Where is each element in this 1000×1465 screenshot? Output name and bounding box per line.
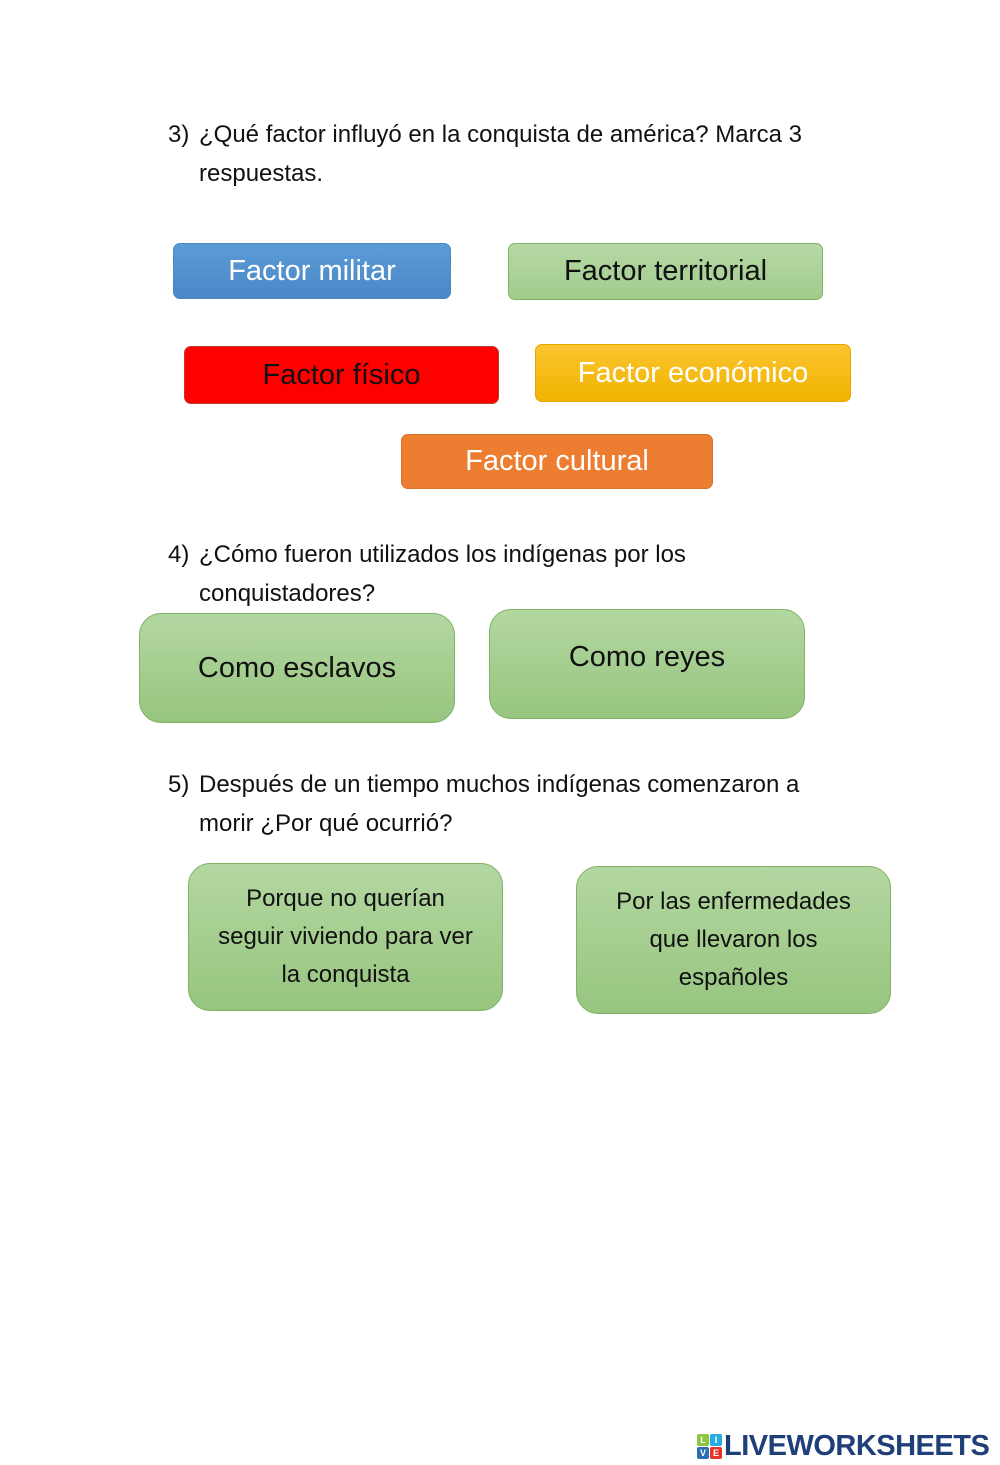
- option-label: Por las enfermedades que llevaron los es…: [616, 888, 851, 991]
- logo-icon: L I V E: [697, 1434, 722, 1459]
- question-number: 3): [168, 121, 190, 148]
- question-text: ¿Qué factor influyó en la conquista de a…: [199, 121, 802, 187]
- question-3: 3) ¿Qué factor influyó en la conquista d…: [168, 115, 868, 193]
- option-label: Como esclavos: [197, 651, 397, 684]
- option-como-reyes[interactable]: Como reyes: [489, 609, 805, 719]
- question-text: Después de un tiempo muchos indígenas co…: [199, 771, 800, 837]
- option-factor-economico[interactable]: Factor económico: [535, 344, 851, 402]
- question-number: 5): [168, 771, 190, 798]
- option-label: Factor físico: [262, 358, 421, 391]
- option-label: Como reyes: [568, 640, 726, 673]
- logo-letter: L: [697, 1434, 709, 1446]
- option-factor-fisico[interactable]: Factor físico: [184, 346, 499, 404]
- liveworksheets-logo: L I V E LIVEWORKSHEETS: [697, 1430, 990, 1463]
- question-number: 4): [168, 541, 190, 568]
- option-label: Factor territorial: [563, 255, 768, 287]
- question-5: 5) Después de un tiempo muchos indígenas…: [168, 765, 868, 843]
- option-factor-cultural[interactable]: Factor cultural: [401, 434, 713, 489]
- logo-letter: I: [710, 1434, 722, 1446]
- option-como-esclavos[interactable]: Como esclavos: [139, 613, 455, 723]
- option-factor-territorial[interactable]: Factor territorial: [508, 243, 823, 300]
- logo-text: LIVEWORKSHEETS: [724, 1430, 990, 1462]
- question-4: 4) ¿Cómo fueron utilizados los indígenas…: [168, 535, 868, 613]
- option-label: Factor cultural: [465, 445, 649, 477]
- logo-letter: E: [710, 1447, 722, 1459]
- option-no-querian-vivir[interactable]: Porque no querían seguir viviendo para v…: [188, 863, 503, 1011]
- option-label: Factor militar: [228, 254, 396, 287]
- option-label: Factor económico: [577, 356, 809, 389]
- logo-letter: V: [697, 1447, 709, 1459]
- question-text: ¿Cómo fueron utilizados los indígenas po…: [199, 541, 686, 607]
- option-factor-militar[interactable]: Factor militar: [173, 243, 451, 299]
- option-enfermedades[interactable]: Por las enfermedades que llevaron los es…: [576, 866, 891, 1014]
- option-label: Porque no querían seguir viviendo para v…: [218, 885, 473, 988]
